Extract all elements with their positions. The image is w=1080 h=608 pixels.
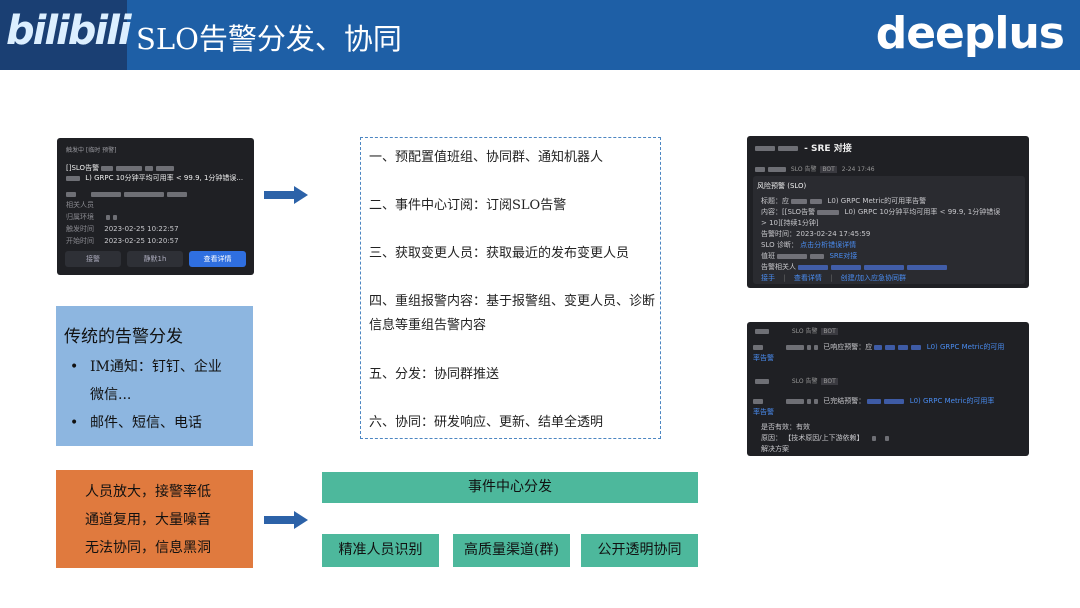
trigger-time-value: 2023-02-25 10:22:57 [104,225,179,233]
bot-header: SLO 告警 BOT [755,376,838,385]
card-actions: 接手 | 查看详情 | 创建/加入应急协同群 [761,274,907,282]
page-title: SLO告警分发、协同 [136,22,402,56]
card-title-value: L0) GRPC Metric的可用率告警 [827,197,927,205]
card-content-value: L0) GRPC 10分钟平均可用率 < 99.9, 1分钟错误 [844,208,1001,216]
bot-label: SLO 告警 [791,378,818,385]
take-over-link[interactable]: 接手 [761,274,775,282]
event-center-dispatch: 事件中心分发 [322,472,698,503]
card-duty-key: 值班 [761,252,775,260]
bot-label: SLO 告警 [790,166,817,173]
bot-header: SLO 告警 BOT 2-24 17:46 [755,164,875,173]
msg-finished-cont[interactable]: 率告警 [753,408,774,416]
alert-title-line2: L) GRPC 10分钟平均可用率 < 99.9, 1分钟错误... [66,173,243,183]
card-line-diag: SLO 诊断： 点击分析错误详情 [761,240,856,250]
deeplus-logo: deeplus [875,8,1065,59]
field-start: 开始时间 2023-02-25 10:20:57 [66,236,179,246]
bot-badge: BOT [820,166,837,173]
alert-blur-row [66,190,190,198]
step-item: 二、事件中心订阅：订阅SLO告警 [369,198,567,213]
group-name: - SRE 对接 [755,141,852,154]
arrow-right-icon [264,511,308,529]
alert-title-prefix: []SLO告警 [66,164,100,172]
card-line-title: 标题：应 L0) GRPC Metric的可用率告警 [761,196,926,206]
field-env-label: 归属环境 [66,212,120,222]
card-title: 风险预警 (SLO) [757,182,807,190]
bilibili-logo: bilibili [0,0,132,70]
card-related-key: 告警相关人 [761,263,796,271]
start-time-value: 2023-02-25 10:20:57 [104,237,179,245]
msg-finished-value[interactable]: L0) GRPC Metric的可用率 [909,397,995,405]
msg-finished: 已完结预警： L0) GRPC Metric的可用率 [753,396,994,406]
step-item: 五、分发：协同群推送 [369,367,500,382]
msg-finished-key: 已完结预警： [823,397,866,405]
field-solution: 解决方案 [761,445,789,453]
bot-label: SLO 告警 [791,328,818,335]
card-diag-key: SLO 诊断： [761,241,798,249]
bot-header: SLO 告警 BOT [755,326,838,335]
steps-box: 一、预配置值班组、协同群、通知机器人 二、事件中心订阅：订阅SLO告警 三、获取… [360,137,661,439]
field-owner-label: 相关人员 [66,201,94,209]
field-trigger-label: 触发时间 [66,225,94,233]
high-quality-channel: 高质量渠道(群) [453,534,570,567]
arrow-right-icon [264,186,308,204]
view-detail-link[interactable]: 查看详情 [793,274,822,282]
problem-line: 无法协同，信息黑洞 [85,540,211,556]
step-item: 四、重组报警内容：基于报警组、变更人员、诊断信息等重组告警内容 [369,294,656,333]
field-valid: 是否有效：有效 [761,423,810,431]
chat-history-screenshot: SLO 告警 BOT 已响应预警：应 L0) GRPC Metric的可用 率告… [747,322,1029,456]
msg-responded: 已响应预警：应 L0) GRPC Metric的可用 [753,342,1004,352]
group-chat-screenshot: - SRE 对接 SLO 告警 BOT 2-24 17:46 风险预警 (SLO… [747,136,1029,288]
alert-card-screenshot: 触发中 [临时 预警] []SLO告警 L) GRPC 10分钟平均可用率 < … [57,138,254,275]
group-name-text: - SRE 对接 [804,144,852,154]
alert-title-rule: L) GRPC 10分钟平均可用率 < 99.9, 1分钟错误... [85,174,244,182]
diag-link[interactable]: 点击分析错误详情 [800,241,857,249]
problem-line: 通道复用，大量噪音 [85,512,211,528]
card-line-content: 内容：[[SLO告警 L0) GRPC 10分钟平均可用率 < 99.9, 1分… [761,207,1000,217]
bullet-im: IM通知：钉钉、企业 [64,353,245,381]
bot-badge: BOT [821,328,838,335]
traditional-dispatch-box: 传统的告警分发 IM通知：钉钉、企业 微信... 邮件、短信、电话 [56,306,253,446]
duty-link[interactable]: SRE对接 [829,252,858,260]
alert-title-line1: []SLO告警 [66,163,177,173]
card-line-content2: > 10][持续1分钟] [761,219,819,227]
msg-responded-key: 已响应预警：应 [823,343,873,351]
step-item: 三、获取变更人员：获取最近的发布变更人员 [369,246,630,261]
traditional-dispatch-title: 传统的告警分发 [64,327,183,347]
problems-box: 人员放大，接警率低 通道复用，大量噪音 无法协同，信息黑洞 [56,470,253,568]
card-line-duty: 值班 SRE对接 [761,251,857,261]
msg-responded-value[interactable]: L0) GRPC Metric的可用 [926,343,1005,351]
alert-tag: 触发中 [临时 预警] [66,147,117,154]
card-title-key: 标题：应 [761,197,789,205]
create-group-link[interactable]: 创建/加入应急协同群 [840,274,907,282]
bot-time: 2-24 17:46 [841,166,875,173]
ack-button[interactable]: 接警 [65,251,121,267]
reason-key: 原因： [761,434,782,442]
bullet-mail: 邮件、短信、电话 [64,409,245,437]
header-bar: bilibili SLO告警分发、协同 deeplus [0,0,1080,70]
step-item: 一、预配置值班组、协同群、通知机器人 [369,150,604,165]
bullet-im-cont: 微信... [90,387,132,403]
open-collaboration: 公开透明协同 [581,534,698,567]
field-start-label: 开始时间 [66,237,94,245]
card-line-time: 告警时间：2023-02-24 17:45:59 [761,230,871,238]
msg-responded-cont[interactable]: 率告警 [753,354,774,362]
reason-value: 【技术原因/上下游依赖】 [784,434,864,442]
step-item: 六、协同：研发响应、更新、结单全透明 [369,415,604,430]
precise-identification: 精准人员识别 [322,534,439,567]
view-detail-button[interactable]: 查看详情 [189,251,246,267]
problem-line: 人员放大，接警率低 [85,484,211,500]
field-trigger: 触发时间 2023-02-25 10:22:57 [66,224,179,234]
card-content-key: 内容：[[SLO告警 [761,208,816,216]
field-reason: 原因： 【技术原因/上下游依赖】 [761,433,892,443]
bilibili-logo-text: bilibili [6,8,132,54]
silence-button[interactable]: 静默1h [127,251,183,267]
bot-badge: BOT [821,378,838,385]
field-env-text: 归属环境 [66,213,94,221]
card-line-related: 告警相关人 [761,262,950,272]
